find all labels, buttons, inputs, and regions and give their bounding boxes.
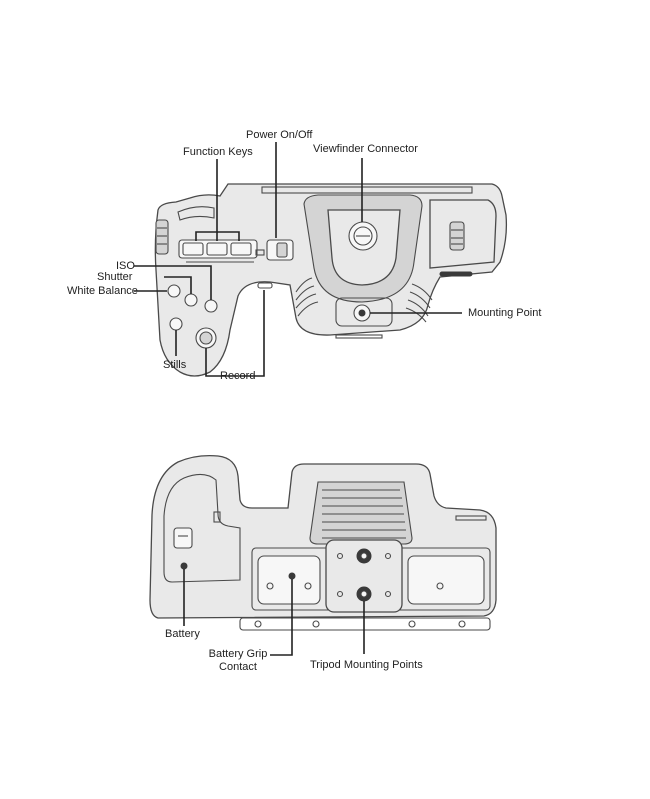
label-battery-grip-line2: Contact xyxy=(219,661,257,673)
battery-release[interactable] xyxy=(213,511,221,523)
function-key-1[interactable] xyxy=(182,242,204,256)
label-battery-grip-line1: Battery Grip xyxy=(208,648,268,660)
label-stills: Stills xyxy=(163,359,187,371)
grip-contact-point xyxy=(288,572,296,580)
function-key-panel xyxy=(178,239,258,259)
vent-housing xyxy=(309,481,413,545)
small-indicator xyxy=(255,249,265,256)
model-text-mark xyxy=(335,334,383,339)
camera-top-view xyxy=(154,183,508,377)
label-battery-grip-contact: Battery Grip Contact xyxy=(206,648,270,674)
label-function-keys: Function Keys xyxy=(183,146,253,158)
label-iso: ISO xyxy=(116,260,135,272)
function-key-2[interactable] xyxy=(206,242,228,256)
label-power: Power On/Off xyxy=(246,129,313,141)
base-strip xyxy=(239,617,491,631)
top-leader-lines xyxy=(134,142,462,377)
battery-door-latch xyxy=(173,527,193,549)
label-tripod-mounting-points: Tripod Mounting Points xyxy=(310,659,423,671)
vent-slats xyxy=(322,489,406,539)
leader-battery-grip-contact xyxy=(270,579,293,656)
right-wheel xyxy=(449,221,465,251)
bottom-leader-lines xyxy=(183,569,365,656)
grip-outline xyxy=(163,473,241,583)
leader-function-keys xyxy=(195,159,218,241)
left-contact-panel xyxy=(257,555,321,605)
grip-wheel xyxy=(155,219,169,255)
label-viewfinder-connector: Viewfinder Connector xyxy=(313,143,418,155)
shutter-button[interactable] xyxy=(184,293,198,307)
grip-top-edge xyxy=(177,206,215,221)
white-balance-button[interactable] xyxy=(167,284,181,298)
label-battery: Battery xyxy=(165,628,200,640)
leader-shutter xyxy=(164,276,192,294)
brand-mark xyxy=(455,515,487,521)
iso-button[interactable] xyxy=(204,299,218,313)
function-key-3[interactable] xyxy=(230,242,252,256)
stills-button[interactable] xyxy=(169,317,183,331)
leader-record xyxy=(205,290,265,377)
right-panel xyxy=(407,555,485,605)
battery-point xyxy=(180,562,188,570)
label-record: Record xyxy=(220,370,256,382)
top-plate-strip xyxy=(261,186,473,194)
record-slot xyxy=(257,282,273,289)
strap-slot xyxy=(439,271,473,277)
camera-bottom-view xyxy=(149,454,497,631)
leader-iso xyxy=(134,265,212,300)
label-white-balance: White Balance xyxy=(67,285,138,297)
mounting-plate xyxy=(335,297,393,327)
label-mounting-point: Mounting Point xyxy=(468,307,542,319)
label-shutter: Shutter xyxy=(97,271,133,283)
left-ridges xyxy=(295,277,319,317)
